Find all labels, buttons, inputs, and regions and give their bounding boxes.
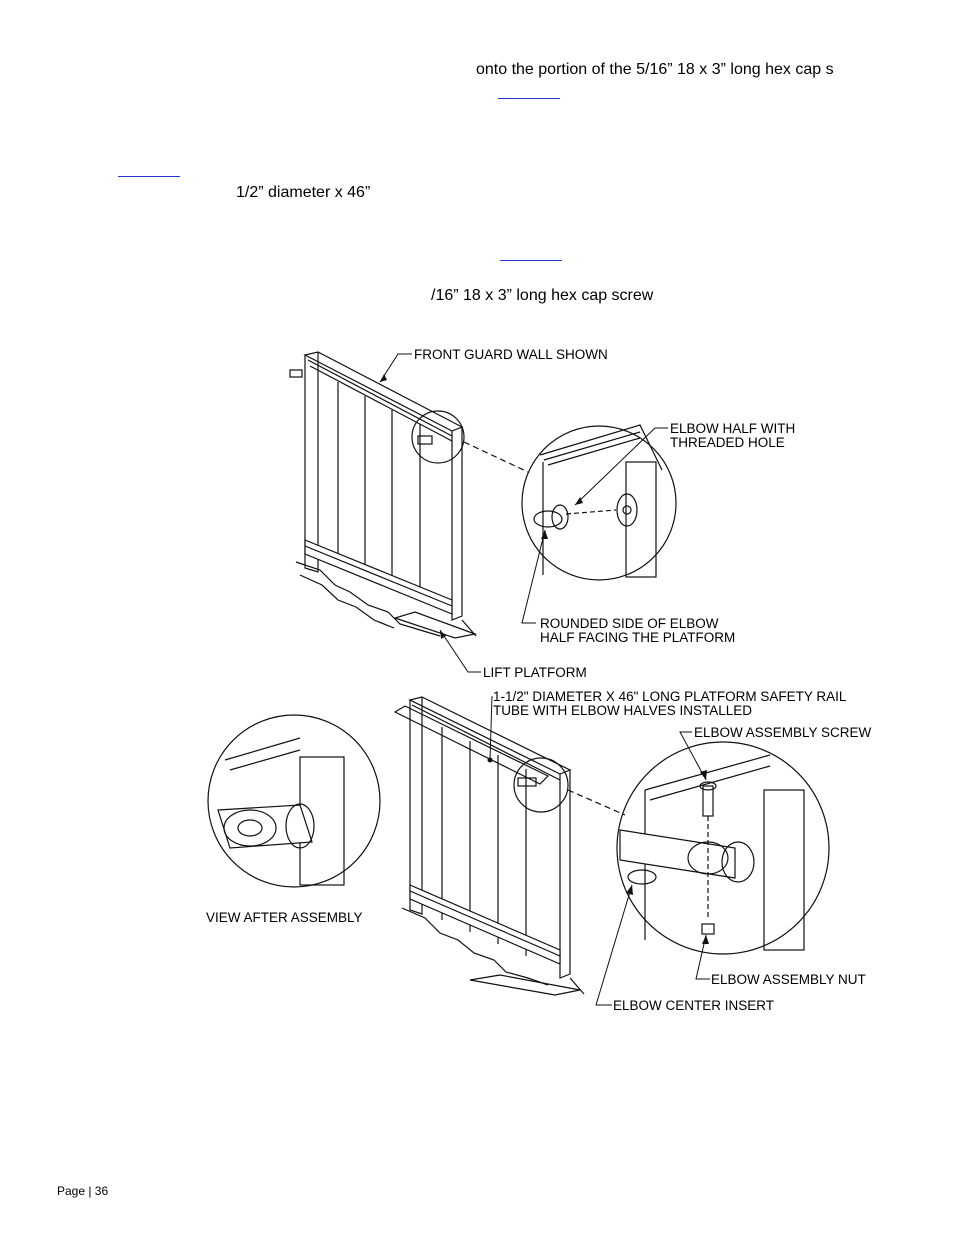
body-text-line-1: onto the portion of the 5/16” 18 x 3” lo…	[476, 61, 834, 78]
hyperlink-underline-2[interactable]	[118, 176, 180, 177]
callout-rail-tube-line-2: TUBE WITH ELBOW HALVES INSTALLED	[493, 703, 752, 718]
callout-view-after-assembly: VIEW AFTER ASSEMBLY	[206, 910, 363, 925]
leader-lines	[379, 353, 710, 1006]
callout-rounded-side-line-1: ROUNDED SIDE OF ELBOW	[540, 616, 719, 631]
front-guard-wall-drawing	[289, 351, 677, 639]
callout-front-guard-wall: FRONT GUARD WALL SHOWN	[414, 347, 608, 362]
view-after-assembly-detail	[217, 737, 345, 886]
callout-elbow-half-line-2: THREADED HOLE	[670, 435, 785, 450]
callout-rail-tube-line-1: 1-1/2" DIAMETER X 46" LONG PLATFORM SAFE…	[493, 689, 847, 704]
body-text-line-2: 1/2” diameter x 46”	[236, 184, 371, 201]
callout-rounded-side-line-2: HALF FACING THE PLATFORM	[540, 630, 735, 645]
callout-elbow-half-line-1: ELBOW HALF WITH	[670, 421, 795, 436]
callout-lift-platform: LIFT PLATFORM	[483, 665, 587, 680]
rail-assembly-drawing	[207, 696, 830, 996]
callout-elbow-center-insert: ELBOW CENTER INSERT	[613, 998, 774, 1013]
callout-elbow-assembly-nut: ELBOW ASSEMBLY NUT	[711, 972, 866, 987]
hyperlink-underline-1[interactable]	[498, 98, 560, 99]
callout-elbow-assembly-screw: ELBOW ASSEMBLY SCREW	[694, 725, 872, 740]
elbow-half-detail	[533, 424, 663, 578]
page-number-footer: Page | 36	[57, 1184, 109, 1198]
hyperlink-underline-3[interactable]	[500, 260, 562, 261]
body-text-line-3: /16” 18 x 3” long hex cap screw	[431, 287, 654, 304]
elbow-screw-detail	[619, 754, 805, 951]
